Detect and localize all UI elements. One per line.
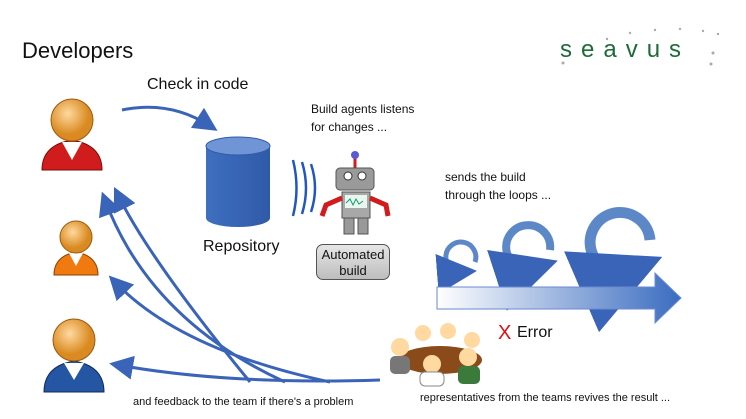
loop-medium-icon (487, 221, 558, 311)
sends-line-1: sends the build (445, 170, 526, 184)
sends-line-2: through the loops ... (445, 188, 552, 202)
build-agents-line-2: for changes ... (311, 120, 388, 134)
build-agents-line-1: Build agents listens (311, 102, 415, 116)
feedback-arrows (99, 186, 381, 384)
representatives-label: representatives from the teams revives t… (420, 392, 671, 404)
feedback-label: and feedback to the team if there's a pr… (133, 396, 354, 408)
automated-build-box: Automated build (316, 244, 390, 280)
check-in-arrow (121, 105, 218, 131)
sends-build-label: sends the build through the loops ... (445, 168, 551, 204)
seavus-logo: seavus (560, 36, 691, 63)
repository-icon (205, 136, 271, 227)
error-label: Error (517, 324, 553, 341)
build-agents-label: Build agents listens for changes ... (311, 100, 414, 136)
page-title: Developers (22, 38, 134, 63)
loop-large-icon (564, 206, 663, 333)
developer-icon-red (41, 98, 103, 171)
error-x-icon: X (498, 322, 512, 344)
logo-dots (561, 27, 720, 66)
developer-icon-blue (43, 318, 105, 393)
loop-arrows (435, 206, 663, 333)
developer-icon-orange (53, 220, 99, 276)
repository-label: Repository (203, 238, 280, 255)
signal-waves-icon (291, 159, 317, 217)
pipeline-arrow (436, 271, 682, 325)
robot-icon (319, 151, 391, 235)
team-meeting-icon (390, 323, 482, 387)
loop-small-icon (435, 239, 479, 294)
check-in-label: Check in code (147, 76, 249, 93)
